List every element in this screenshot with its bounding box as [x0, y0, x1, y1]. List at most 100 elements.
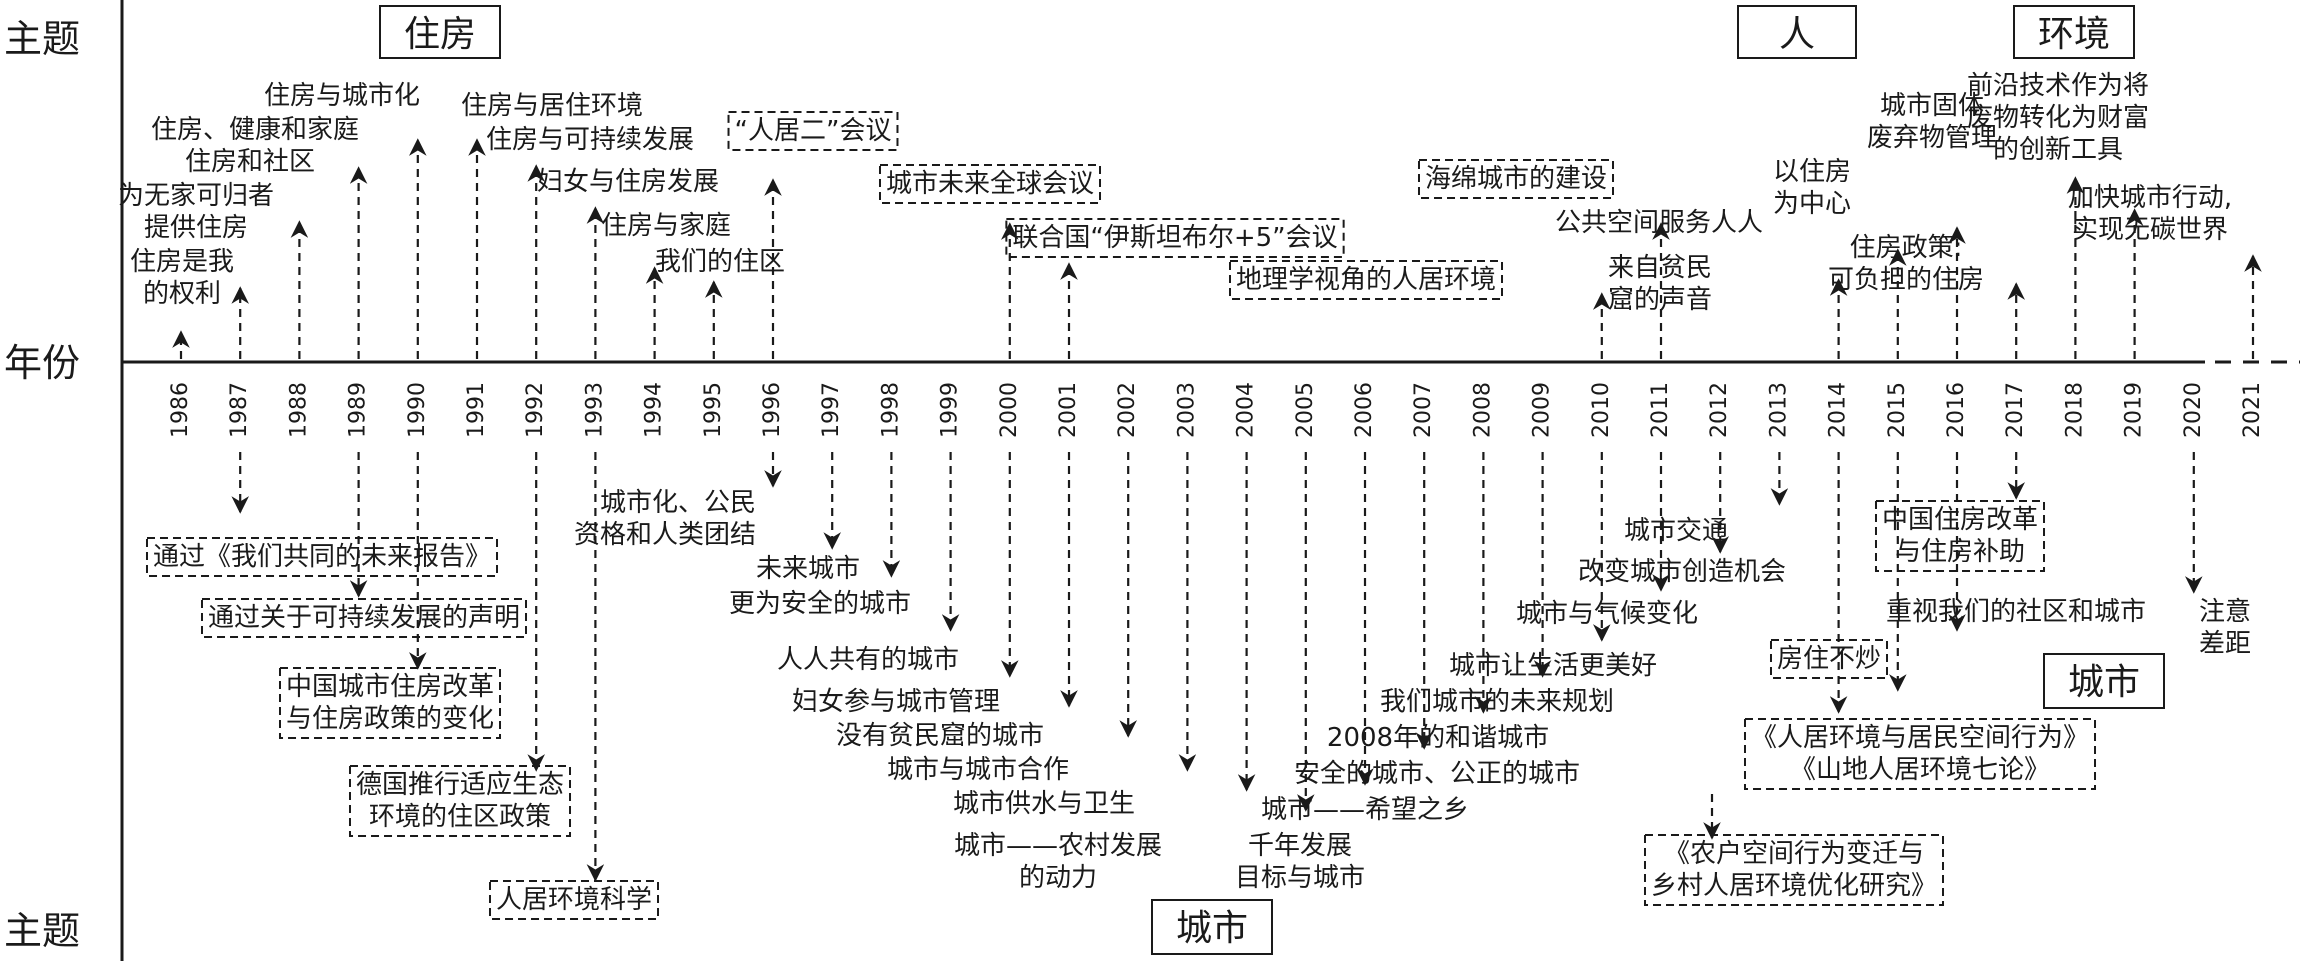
event-box-bottom-y2015: [1743, 718, 2097, 790]
theme-box-environment: [2013, 5, 2135, 59]
event-label-top-y2001: 联合国“伊斯坦布尔+5”会议: [1012, 223, 1337, 253]
event-label-bottom-y2006: 城市——希望之乡: [1261, 795, 1469, 825]
event-label-bottom-y2017: 中国住房改革与住房补助: [1882, 505, 2038, 567]
event-label-bottom-y2016: 房住不炒: [1777, 644, 1881, 674]
event-label-top-y1986: 住房是我的权利: [130, 247, 234, 309]
event-box-bottom-y1990: [278, 667, 502, 739]
event-label-top-y1988: 住房和社区: [185, 147, 315, 177]
event-box-bottom-y1989: [200, 598, 528, 638]
year-label-2012: 2012: [1707, 382, 1732, 438]
event-label-bottom-y2000: 妇女参与城市管理: [792, 687, 1000, 717]
event-label-bottom-y2002: 城市与城市合作: [887, 755, 1069, 785]
year-label-1992: 1992: [523, 382, 548, 438]
event-label-top-y2010: 地理学视角的人居环境: [1236, 265, 1496, 295]
year-label-2000: 2000: [997, 382, 1022, 438]
event-label-top-y2011: 海绵城市的建设: [1425, 164, 1607, 194]
event-box-bottom-y1992: [348, 765, 572, 837]
event-box-top-y2000: [878, 164, 1102, 204]
year-label-1995: 1995: [701, 382, 726, 438]
year-label-2007: 2007: [1411, 382, 1436, 438]
event-label-bottom-y1996: 城市化、公民资格和人类团结: [574, 488, 756, 550]
event-label-bottom-y2009: 我们城市的未来规划: [1380, 687, 1614, 717]
year-label-2015: 2015: [1885, 382, 1910, 438]
event-box-bottom-y2017: [1874, 500, 2046, 572]
theme-environment: 环境: [2038, 14, 2110, 55]
theme-box-city-bottom: [1151, 899, 1273, 955]
year-label-2016: 2016: [1944, 382, 1969, 438]
event-box-top-y2010: [1228, 260, 1504, 300]
event-label-top-y1995: 我们的住区: [655, 247, 785, 277]
year-label-2003: 2003: [1174, 382, 1199, 438]
theme-box-city-right: [2043, 653, 2165, 709]
event-label-bottom-y1997: 未来城市: [756, 554, 860, 584]
year-label-1989: 1989: [346, 382, 371, 438]
year-label-2018: 2018: [2062, 382, 2087, 438]
event-label-bottom-y1990: 中国城市住房改革与住房政策的变化: [286, 672, 494, 734]
event-label-bottom-y1989: 通过关于可持续发展的声明: [208, 603, 520, 633]
year-label-2009: 2009: [1530, 382, 1555, 438]
event-label-top-y1993: 妇女与住房发展: [537, 167, 719, 197]
year-label-2021: 2021: [2240, 382, 2265, 438]
event-label-top-y2015: 公共空间服务人人: [1555, 208, 1763, 238]
event-label-bottom-y1992: 德国推行适应生态环境的住区政策: [356, 770, 564, 832]
theme-box-housing: [379, 5, 501, 59]
year-label-1997: 1997: [819, 382, 844, 438]
theme-people: 人: [1779, 14, 1815, 55]
event-label-bottom-y2007: 安全的城市、公正的城市: [1294, 759, 1580, 789]
event-label-bottom-y2013: 城市交通: [1624, 516, 1728, 546]
side-label-theme-bottom: 主题: [4, 909, 80, 953]
year-label-2013: 2013: [1766, 382, 1791, 438]
event-label-top-y1990: 住房与城市化: [264, 81, 420, 111]
event-label-bottom-y2008: 2008年的和谐城市: [1327, 723, 1549, 753]
event-label-top-y1994: 住房与家庭: [601, 211, 731, 241]
year-label-2004: 2004: [1234, 382, 1259, 438]
event-label-bottom-y1993: 人居环境科学: [496, 885, 652, 915]
year-label-1990: 1990: [405, 382, 430, 438]
event-label-bottom-y2001: 没有贫民窟的城市: [836, 721, 1044, 751]
year-label-2008: 2008: [1470, 382, 1495, 438]
event-label-bottom-y2010: 城市让生活更美好: [1449, 651, 1657, 681]
year-label-1987: 1987: [227, 382, 252, 438]
theme-city-bottom: 城市: [1176, 908, 1248, 949]
event-label-top-y2017: 住房政策:可负担的住房: [1828, 233, 1984, 295]
year-label-2005: 2005: [1293, 382, 1318, 438]
event-label-top-y2014a: 来自贫民窟的声音: [1608, 253, 1712, 315]
event-label-bottom-y2015: 《人居环境与居民空间行为》《山地人居环境七论》: [1751, 723, 2089, 785]
theme-housing: 住房: [404, 14, 476, 55]
event-label-bottom-y2003: 城市供水与卫生: [953, 789, 1135, 819]
event-label-bottom-y2011: 城市与气候变化: [1516, 599, 1698, 629]
event-box-top-y2011: [1417, 159, 1615, 199]
year-label-1991: 1991: [464, 382, 489, 438]
event-box-top-y1996: [727, 111, 899, 151]
year-label-1999: 1999: [938, 382, 963, 438]
event-label-bottom-y2012: 改变城市创造机会: [1578, 557, 1786, 587]
year-label-2011: 2011: [1648, 382, 1673, 438]
event-box-top-y2001: [1005, 218, 1345, 258]
year-label-1998: 1998: [878, 382, 903, 438]
event-label-bottom-y2015b: 《农户空间行为变迁与乡村人居环境优化研究》: [1651, 839, 1937, 901]
event-label-top-y2019: 前沿技术作为将废物转化为财富的创新工具: [1967, 71, 2149, 165]
year-label-1994: 1994: [642, 382, 667, 438]
event-labels: 住房是我的权利为无家可归者提供住房住房和社区住房、健康和家庭住房与城市化住房与居…: [118, 71, 2251, 915]
event-label-top-y2000: 城市未来全球会议: [886, 169, 1094, 199]
event-label-top-y1992: 住房与可持续发展: [486, 125, 694, 155]
event-box-bottom-y2015b: [1643, 834, 1945, 906]
side-label-year: 年份: [4, 341, 80, 385]
event-label-top-y2021: 加快城市行动,实现无碳世界: [2068, 183, 2232, 245]
event-label-top-y1996: “人居二”会议: [735, 116, 892, 146]
year-label-2019: 2019: [2122, 382, 2147, 438]
year-label-2006: 2006: [1352, 382, 1377, 438]
event-boxes: [145, 111, 2097, 920]
event-label-top-y1987: 为无家可归者提供住房: [118, 181, 274, 243]
year-label-2017: 2017: [2003, 382, 2028, 438]
event-label-bottom-y1998: 更为安全的城市: [729, 589, 911, 619]
side-label-theme-top: 主题: [4, 17, 80, 61]
year-label-1993: 1993: [582, 382, 607, 438]
year-label-1996: 1996: [760, 382, 785, 438]
theme-box-people: [1737, 5, 1857, 59]
event-label-top-y2016: 以住房为中心: [1773, 157, 1851, 219]
year-label-2001: 2001: [1056, 382, 1081, 438]
